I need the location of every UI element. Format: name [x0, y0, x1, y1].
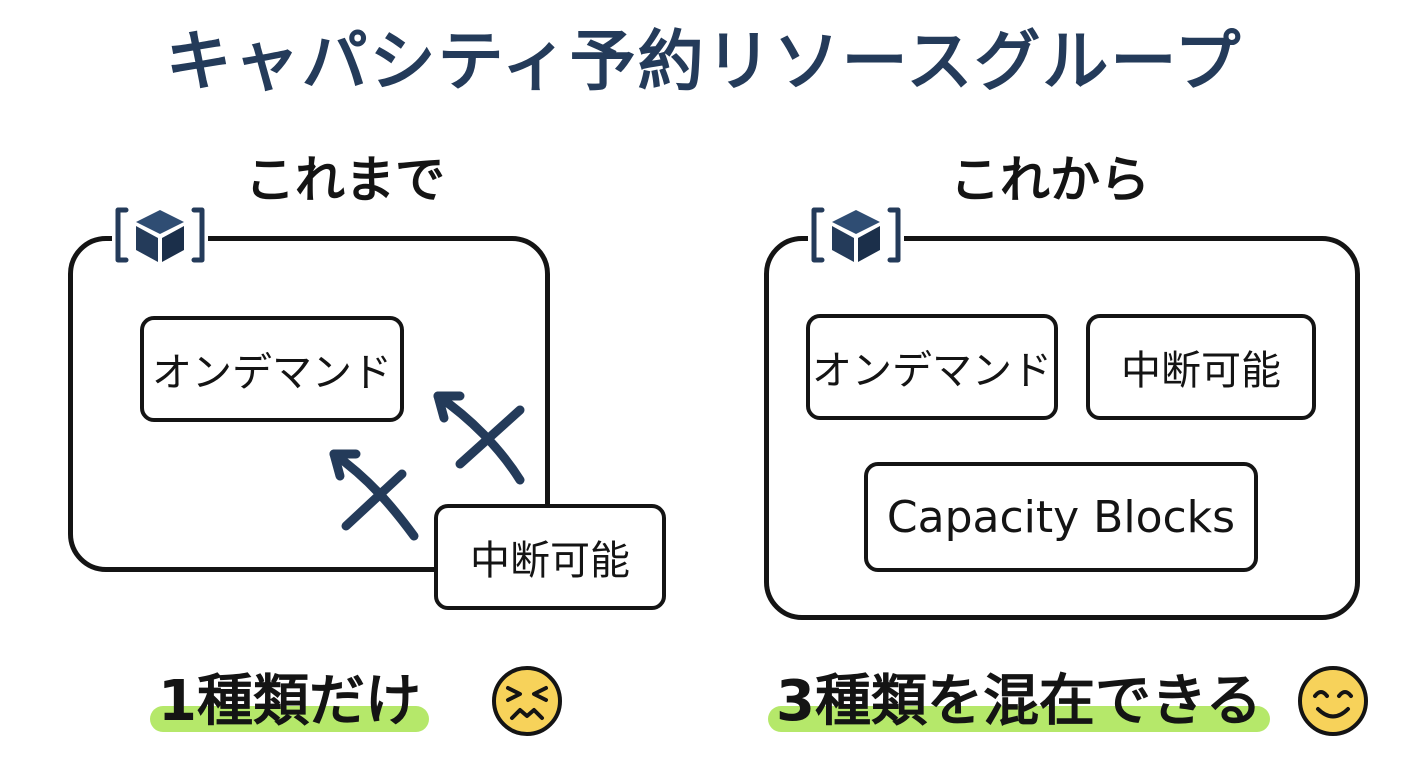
before-caption-text: 1種類だけ: [158, 669, 421, 734]
smiling-face-emoji: [1296, 664, 1370, 738]
page-title: キャパシティ予約リソースグループ: [165, 23, 1243, 100]
resource-group-cube-icon: [808, 200, 904, 270]
caption-highlight: [150, 706, 429, 732]
after-caption-text: 3種類を混在できる: [776, 669, 1262, 734]
tired-face-emoji: [490, 664, 564, 738]
before-heading: これまで: [245, 151, 445, 209]
interruptible-box: 中断可能: [1086, 314, 1316, 420]
caption-highlight: [768, 706, 1270, 732]
interruptible-box-outside: 中断可能: [434, 504, 666, 610]
capacity-blocks-box: Capacity Blocks: [864, 462, 1258, 572]
after-caption: 3種類を混在できる: [768, 662, 1270, 742]
after-heading: これから: [950, 151, 1150, 209]
on-demand-box: オンデマンド: [806, 314, 1058, 420]
before-caption: 1種類だけ: [150, 662, 429, 742]
resource-group-cube-icon: [112, 200, 208, 270]
crossed-out-arrow-icon: [329, 391, 525, 541]
on-demand-box: オンデマンド: [140, 316, 404, 422]
